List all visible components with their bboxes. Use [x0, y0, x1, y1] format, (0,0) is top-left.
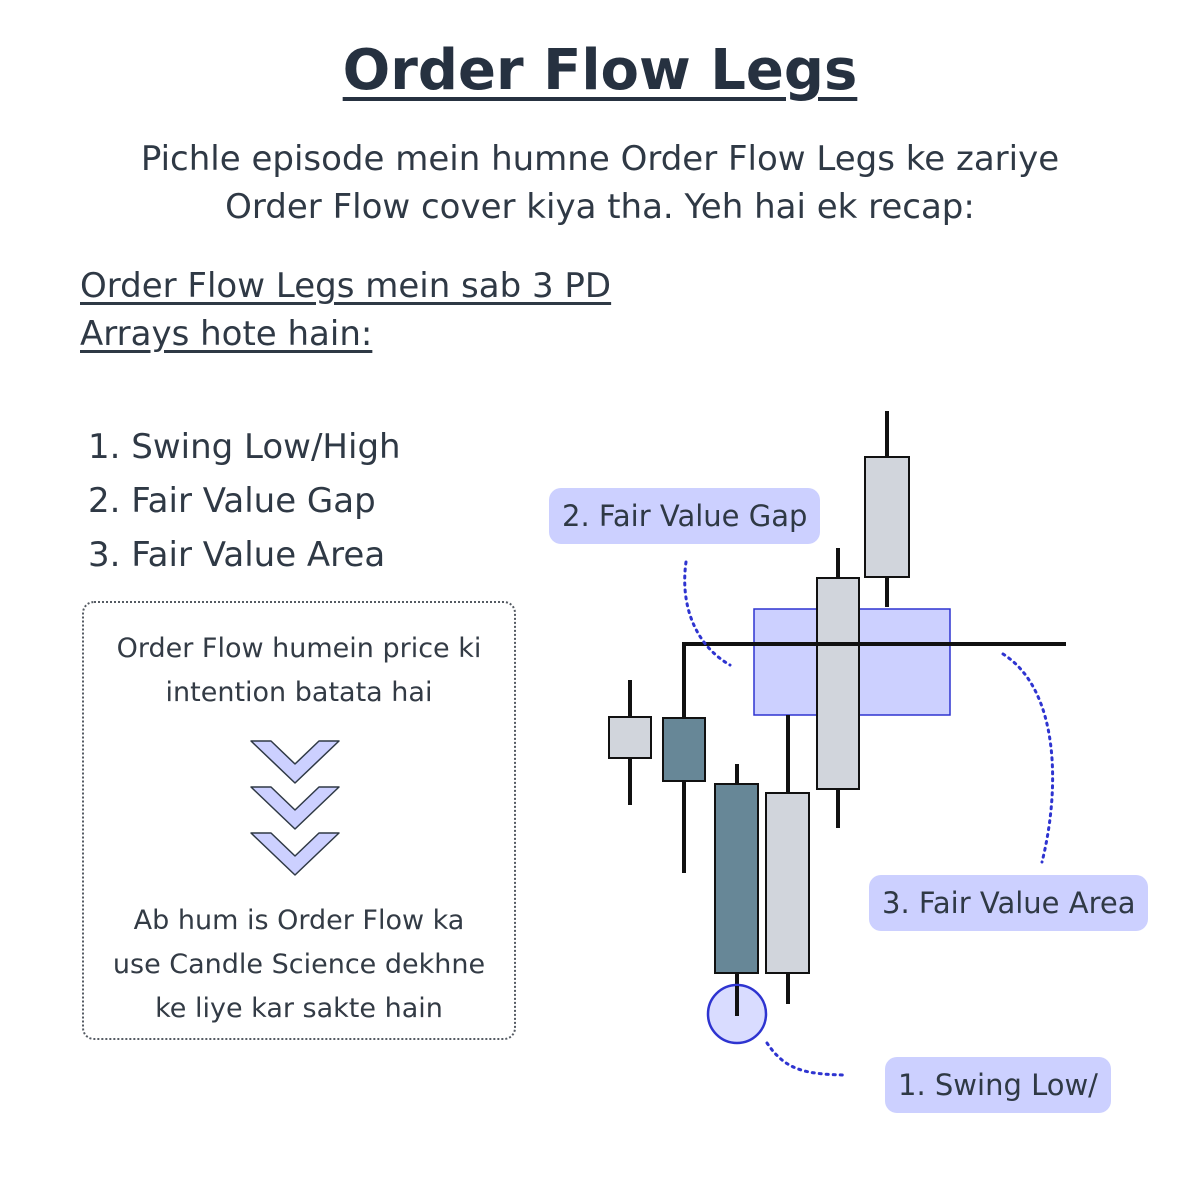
fair-value-area-label: 3. Fair Value Area: [869, 875, 1149, 931]
list-item-fva: 3. Fair Value Area: [88, 535, 386, 575]
fair-value-gap-label: 2. Fair Value Gap: [549, 488, 821, 544]
structure-line: [682, 642, 1066, 718]
subtitle-line-1: Pichle episode mein humne Order Flow Leg…: [140, 139, 1060, 179]
note-intro-line-1: Order Flow humein price ki: [116, 633, 482, 664]
note-conclusion-line-1: Ab hum is Order Flow ka: [133, 905, 465, 936]
subtitle: Pichle episode mein humne Order Flow Leg…: [100, 135, 1100, 231]
candle-5: [816, 548, 860, 828]
candlestick-diagram: [608, 411, 1066, 1077]
section-heading: Order Flow Legs mein sab 3 PD Arrays hot…: [80, 262, 611, 358]
list-item-swing: 1. Swing Low/High: [88, 427, 401, 467]
fva-connector: [1001, 652, 1055, 864]
fvg-connector: [683, 560, 732, 667]
note-conclusion: Ab hum is Order Flow ka use Candle Scien…: [84, 899, 514, 1031]
candle-1: [608, 680, 652, 805]
heading-line-2-text: Arrays hote hain:: [80, 314, 373, 354]
candle-6: [864, 411, 910, 607]
list-item-fvg: 2. Fair Value Gap: [88, 481, 376, 521]
note-intro-line-2: intention batata hai: [165, 677, 433, 708]
candle-3: [714, 764, 759, 1016]
note-conclusion-line-2: use Candle Science dekhne: [112, 949, 486, 980]
note-conclusion-line-3: ke liye kar sakte hain: [155, 993, 443, 1024]
pd-arrays-list: 1. Swing Low/High 2. Fair Value Gap 3. F…: [88, 420, 401, 582]
swing-low-label: 1. Swing Low/: [885, 1057, 1111, 1113]
note-intro: Order Flow humein price ki intention bat…: [84, 627, 514, 715]
swing-connector: [765, 1041, 845, 1077]
heading-line-2: Arrays hote hain:: [80, 310, 611, 358]
subtitle-line-2: Order Flow cover kiya tha. Yeh hai ek re…: [225, 187, 975, 227]
triple-chevron-down-icon: [250, 740, 340, 876]
candle-4: [765, 715, 810, 1004]
heading-line-1-text: Order Flow Legs mein sab 3 PD: [80, 266, 612, 306]
order-flow-note-box: Order Flow humein price ki intention bat…: [82, 601, 516, 1040]
page-title: Order Flow Legs: [342, 38, 858, 103]
heading-line-1: Order Flow Legs mein sab 3 PD: [80, 262, 611, 310]
candle-2: [662, 717, 706, 873]
